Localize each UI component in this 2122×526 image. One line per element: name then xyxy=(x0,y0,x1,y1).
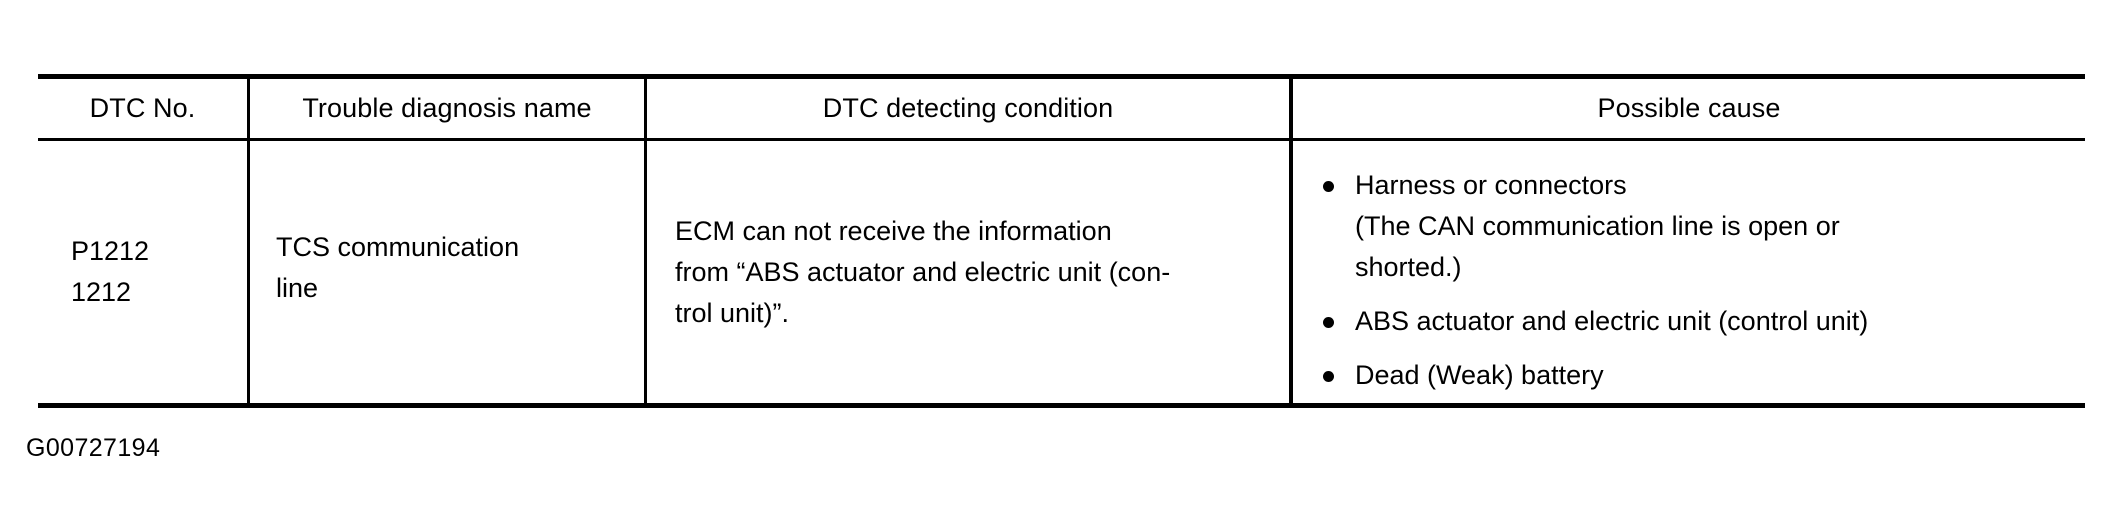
possible-cause-list: Harness or connectors (The CAN communica… xyxy=(1317,165,2085,396)
cell-trouble-diagnosis-name: TCS communication line xyxy=(250,141,644,403)
trouble-diagnosis-name-line-1: TCS communication xyxy=(276,232,520,262)
dtc-no-line-1: P1212 xyxy=(71,236,150,266)
cell-dtc-detecting-condition: ECM can not receive the information from… xyxy=(647,141,1289,403)
table-bottom-rule xyxy=(38,403,2085,408)
dtc-detecting-condition-line-1: ECM can not receive the information xyxy=(675,215,1112,246)
column-divider-3 xyxy=(1289,74,1293,408)
cell-possible-cause: Harness or connectors (The CAN communica… xyxy=(1293,141,2085,403)
column-header-dtc-no: DTC No. xyxy=(89,93,196,123)
possible-cause-1-line-3: shorted.) xyxy=(1355,252,1462,282)
bullet-icon xyxy=(1323,317,1334,328)
table-header-rule xyxy=(38,138,2085,141)
column-header-possible-cause: Possible cause xyxy=(1597,93,1781,123)
bullet-icon xyxy=(1323,181,1334,192)
column-header-trouble-diagnosis-name: Trouble diagnosis name xyxy=(302,93,592,123)
column-divider-1 xyxy=(247,74,250,408)
figure-caption: G00727194 xyxy=(26,434,161,462)
column-header-dtc-detecting-condition: DTC detecting condition xyxy=(822,93,1114,123)
dtc-detecting-condition-line-3: trol unit)”. xyxy=(675,297,790,328)
possible-cause-3-line-1: Dead (Weak) battery xyxy=(1355,360,1604,390)
dtc-detecting-condition-line-2: from “ABS actuator and electric unit (co… xyxy=(675,256,1171,287)
possible-cause-1-line-1: Harness or connectors xyxy=(1355,170,1627,200)
table-row: P1212 1212 TCS communication line ECM ca… xyxy=(38,141,2085,403)
cell-dtc-no: P1212 1212 xyxy=(38,141,247,403)
trouble-diagnosis-name-line-2: line xyxy=(276,273,319,303)
possible-cause-2-line-1: ABS actuator and electric unit (control … xyxy=(1355,306,1869,336)
table-header-row: DTC No. Trouble diagnosis name DTC detec… xyxy=(38,79,2085,138)
column-divider-2 xyxy=(644,74,647,408)
dtc-diagnosis-table: DTC No. Trouble diagnosis name DTC detec… xyxy=(38,74,2085,408)
bullet-icon xyxy=(1323,371,1334,382)
list-item: Harness or connectors (The CAN communica… xyxy=(1317,165,2085,288)
table-top-rule xyxy=(38,74,2085,79)
list-item: Dead (Weak) battery xyxy=(1317,355,2085,396)
possible-cause-1-line-2: (The CAN communication line is open or xyxy=(1355,211,1840,241)
dtc-no-line-2: 1212 xyxy=(71,277,132,307)
list-item: ABS actuator and electric unit (control … xyxy=(1317,301,2085,342)
